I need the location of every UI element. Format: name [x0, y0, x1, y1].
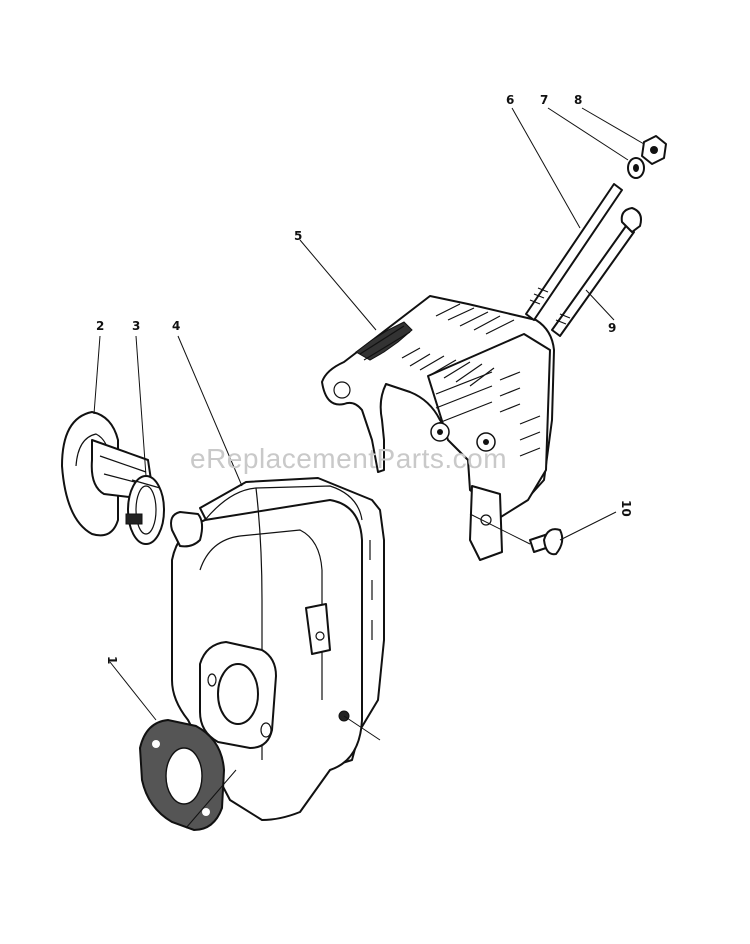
- callout-4: 4: [172, 319, 180, 333]
- leader-1: [109, 661, 157, 721]
- leader-lines: [93, 107, 645, 829]
- callout-9: 9: [608, 321, 616, 335]
- callout-2: 2: [96, 319, 104, 333]
- bolt-9: [551, 207, 642, 337]
- leader-boss: [343, 715, 381, 741]
- watermark: eReplacementParts.com: [190, 443, 507, 474]
- leader-1b: [185, 769, 237, 829]
- muffler-body: [170, 477, 385, 821]
- callout-8: 8: [574, 93, 582, 107]
- washer: [627, 157, 645, 179]
- leader-3: [135, 335, 147, 477]
- leader-8: [581, 107, 645, 145]
- leader-7: [547, 107, 629, 161]
- leader-6: [511, 107, 581, 229]
- callout-3: 3: [132, 319, 140, 333]
- leader-9: [585, 289, 615, 321]
- long-bolt: [525, 183, 623, 321]
- callout-10: 10: [619, 500, 633, 517]
- callout-5: 5: [294, 229, 302, 243]
- screw: [529, 528, 564, 556]
- nut: [641, 135, 667, 165]
- muffler-guard: [321, 295, 555, 561]
- gasket: [138, 718, 226, 832]
- leader-screw-hole: [469, 513, 531, 545]
- leader-2: [93, 335, 101, 415]
- callout-1: 1: [105, 656, 119, 664]
- callout-7: 7: [540, 93, 548, 107]
- callout-6: 6: [506, 93, 514, 107]
- leader-4: [177, 335, 243, 487]
- leader-10: [559, 511, 617, 541]
- leader-5: [299, 239, 377, 331]
